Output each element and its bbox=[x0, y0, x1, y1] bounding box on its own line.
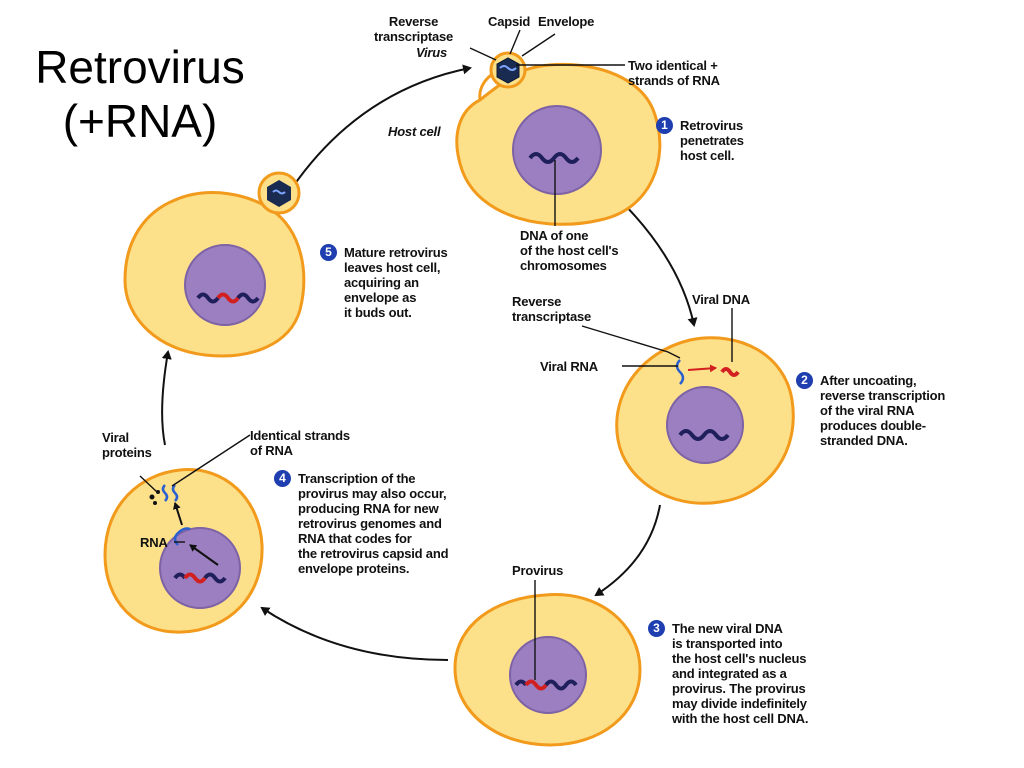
viral-rna-strand bbox=[675, 359, 685, 385]
provirus-strand bbox=[524, 679, 548, 691]
label-capsid: Capsid bbox=[488, 14, 531, 29]
viral-dna-strand bbox=[720, 367, 740, 377]
cell-step-1 bbox=[455, 51, 662, 226]
step-4-badge: 4 bbox=[274, 470, 291, 487]
capsid-icon bbox=[496, 57, 520, 84]
step-2-text: After uncoating, reverse transcription o… bbox=[820, 373, 946, 448]
step-1-badge: 1 bbox=[656, 117, 673, 134]
label-viral-proteins: Viral proteins bbox=[102, 430, 152, 460]
cell-step-3 bbox=[453, 593, 642, 747]
label-envelope: Envelope bbox=[538, 14, 595, 29]
nucleus-4 bbox=[159, 527, 241, 609]
arrow-4-to-5 bbox=[161, 350, 172, 446]
chromosome-1 bbox=[528, 152, 580, 164]
step-1-text: Retrovirus penetrates host cell. bbox=[680, 118, 744, 163]
label-two-identical-rna: Two identical + strands of RNA bbox=[628, 58, 720, 88]
label-provirus: Provirus bbox=[512, 563, 564, 578]
label-rna: RNA bbox=[140, 535, 168, 550]
label-host-cell: Host cell bbox=[388, 124, 441, 139]
title-line-1: Retrovirus bbox=[35, 41, 245, 93]
page-title: Retrovirus (+RNA) bbox=[20, 40, 260, 148]
nucleus-5 bbox=[184, 244, 266, 326]
arrow-3-to-4 bbox=[260, 606, 449, 661]
arrow-5-to-1 bbox=[291, 64, 472, 189]
label-reverse-transcriptase-mid: Reverse transcriptase bbox=[512, 294, 592, 324]
budding-capsid-icon bbox=[267, 180, 291, 207]
step-5-badge: 5 bbox=[320, 244, 337, 261]
step-3-badge: 3 bbox=[648, 620, 665, 637]
nucleus-1 bbox=[512, 105, 602, 195]
nucleus-3 bbox=[509, 636, 587, 714]
label-viral-dna: Viral DNA bbox=[692, 292, 750, 307]
label-dna-of-one: DNA of one of the host cell's chromosome… bbox=[520, 228, 619, 273]
arrow-2-to-3 bbox=[594, 504, 661, 597]
nucleus-2 bbox=[666, 386, 744, 464]
step-3-text: The new viral DNA is transported into th… bbox=[672, 621, 809, 726]
cell-step-4 bbox=[103, 468, 264, 634]
step-4-text: Transcription of the provirus may also o… bbox=[298, 471, 449, 576]
viral-rna-in-capsid bbox=[499, 65, 517, 71]
label-viral-rna: Viral RNA bbox=[540, 359, 598, 374]
step-5-text: Mature retrovirus leaves host cell, acqu… bbox=[344, 245, 448, 320]
cell-step-2 bbox=[615, 336, 795, 505]
title-line-2: (+RNA) bbox=[62, 95, 218, 147]
label-identical-strands: Identical strands of RNA bbox=[250, 428, 350, 458]
step-2-badge: 2 bbox=[796, 372, 813, 389]
cycle-arrows bbox=[161, 64, 698, 661]
label-reverse-transcriptase-top: Reverse transcriptase bbox=[374, 14, 454, 44]
cell-step-5 bbox=[123, 171, 306, 358]
leader-lines bbox=[139, 29, 733, 680]
label-virus: Virus bbox=[416, 45, 448, 60]
arrow-1-to-2 bbox=[619, 199, 698, 327]
